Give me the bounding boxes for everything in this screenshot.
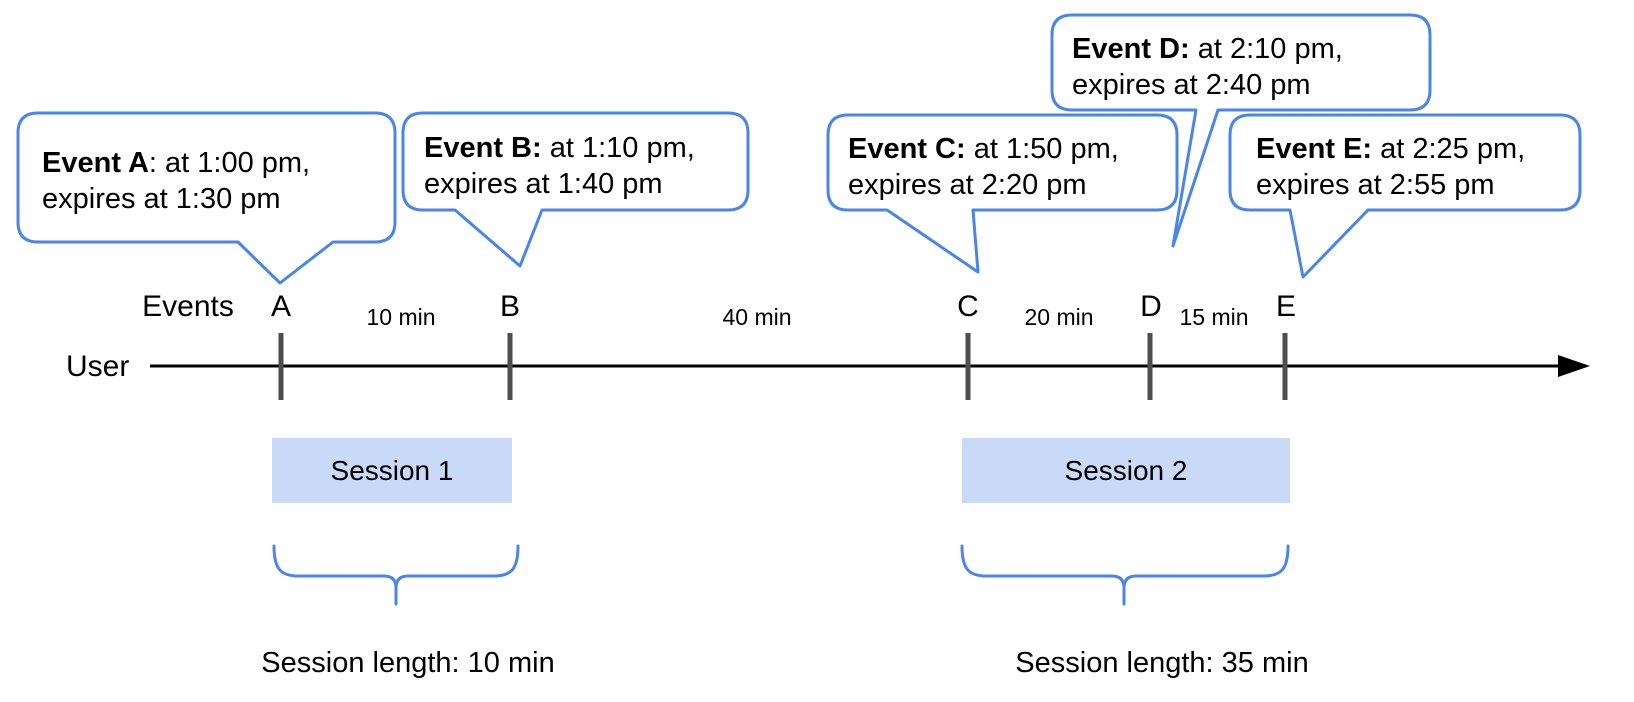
- session-1-length-label: Session length: 10 min: [261, 647, 555, 679]
- event-a-bubble-shape: [16, 111, 397, 285]
- event-c-title: Event C:: [848, 133, 966, 165]
- event-c-expiry: expires at 2:20 pm: [848, 169, 1087, 201]
- event-a-bubble-text: Event A: at 1:00 pm, expires at 1:30 pm: [42, 145, 310, 217]
- interval-b-c: 40 min: [722, 304, 792, 330]
- timeline-arrowhead-icon: [1558, 355, 1590, 377]
- tick-d: [1147, 333, 1153, 400]
- event-e-bubble-shape: [1228, 113, 1582, 279]
- event-d-expiry: expires at 2:40 pm: [1072, 69, 1311, 101]
- event-d-bubble-shape: [1050, 13, 1432, 248]
- tick-c: [965, 333, 971, 400]
- session-2-brace: [960, 544, 1290, 606]
- event-e-time: at 2:25 pm,: [1372, 133, 1526, 165]
- interval-a-b: 10 min: [366, 304, 436, 330]
- events-row-label: Events: [142, 290, 234, 323]
- event-b-bubble-shape: [401, 111, 750, 268]
- event-e-bubble-text: Event E: at 2:25 pm, expires at 2:55 pm: [1256, 131, 1525, 203]
- event-a-expiry: expires at 1:30 pm: [42, 183, 281, 215]
- session-1-box: Session 1: [272, 438, 512, 503]
- tick-label-b: B: [499, 290, 521, 323]
- interval-d-e: 15 min: [1179, 304, 1249, 330]
- event-e-expiry: expires at 2:55 pm: [1256, 169, 1495, 201]
- tick-a: [278, 333, 284, 400]
- event-a-time: : at 1:00 pm,: [148, 147, 311, 179]
- event-b-bubble-text: Event B: at 1:10 pm, expires at 1:40 pm: [424, 130, 695, 202]
- tick-b: [507, 333, 513, 400]
- event-c-bubble-text: Event C: at 1:50 pm, expires at 2:20 pm: [848, 131, 1119, 203]
- tick-e: [1282, 333, 1288, 400]
- event-c-bubble-shape: [826, 113, 1179, 274]
- event-e-title: Event E:: [1256, 133, 1373, 165]
- event-b-expiry: expires at 1:40 pm: [424, 168, 663, 200]
- event-b-title: Event B:: [424, 132, 542, 164]
- tick-label-a: A: [270, 290, 292, 323]
- session-2-length-label: Session length: 35 min: [1015, 647, 1309, 679]
- event-d-title: Event D:: [1072, 33, 1190, 65]
- tick-label-c: C: [957, 290, 979, 323]
- session-1-brace: [272, 544, 520, 606]
- event-d-bubble-text: Event D: at 2:10 pm, expires at 2:40 pm: [1072, 31, 1343, 103]
- event-b-time: at 1:10 pm,: [541, 132, 695, 164]
- tick-label-d: D: [1140, 290, 1162, 323]
- event-c-time: at 1:50 pm,: [965, 133, 1119, 165]
- interval-c-d: 20 min: [1024, 304, 1094, 330]
- tick-label-e: E: [1275, 290, 1297, 323]
- session-2-box: Session 2: [962, 438, 1290, 503]
- event-d-time: at 2:10 pm,: [1189, 33, 1343, 65]
- event-a-title: Event A: [42, 147, 149, 179]
- user-axis-label: User: [66, 350, 130, 383]
